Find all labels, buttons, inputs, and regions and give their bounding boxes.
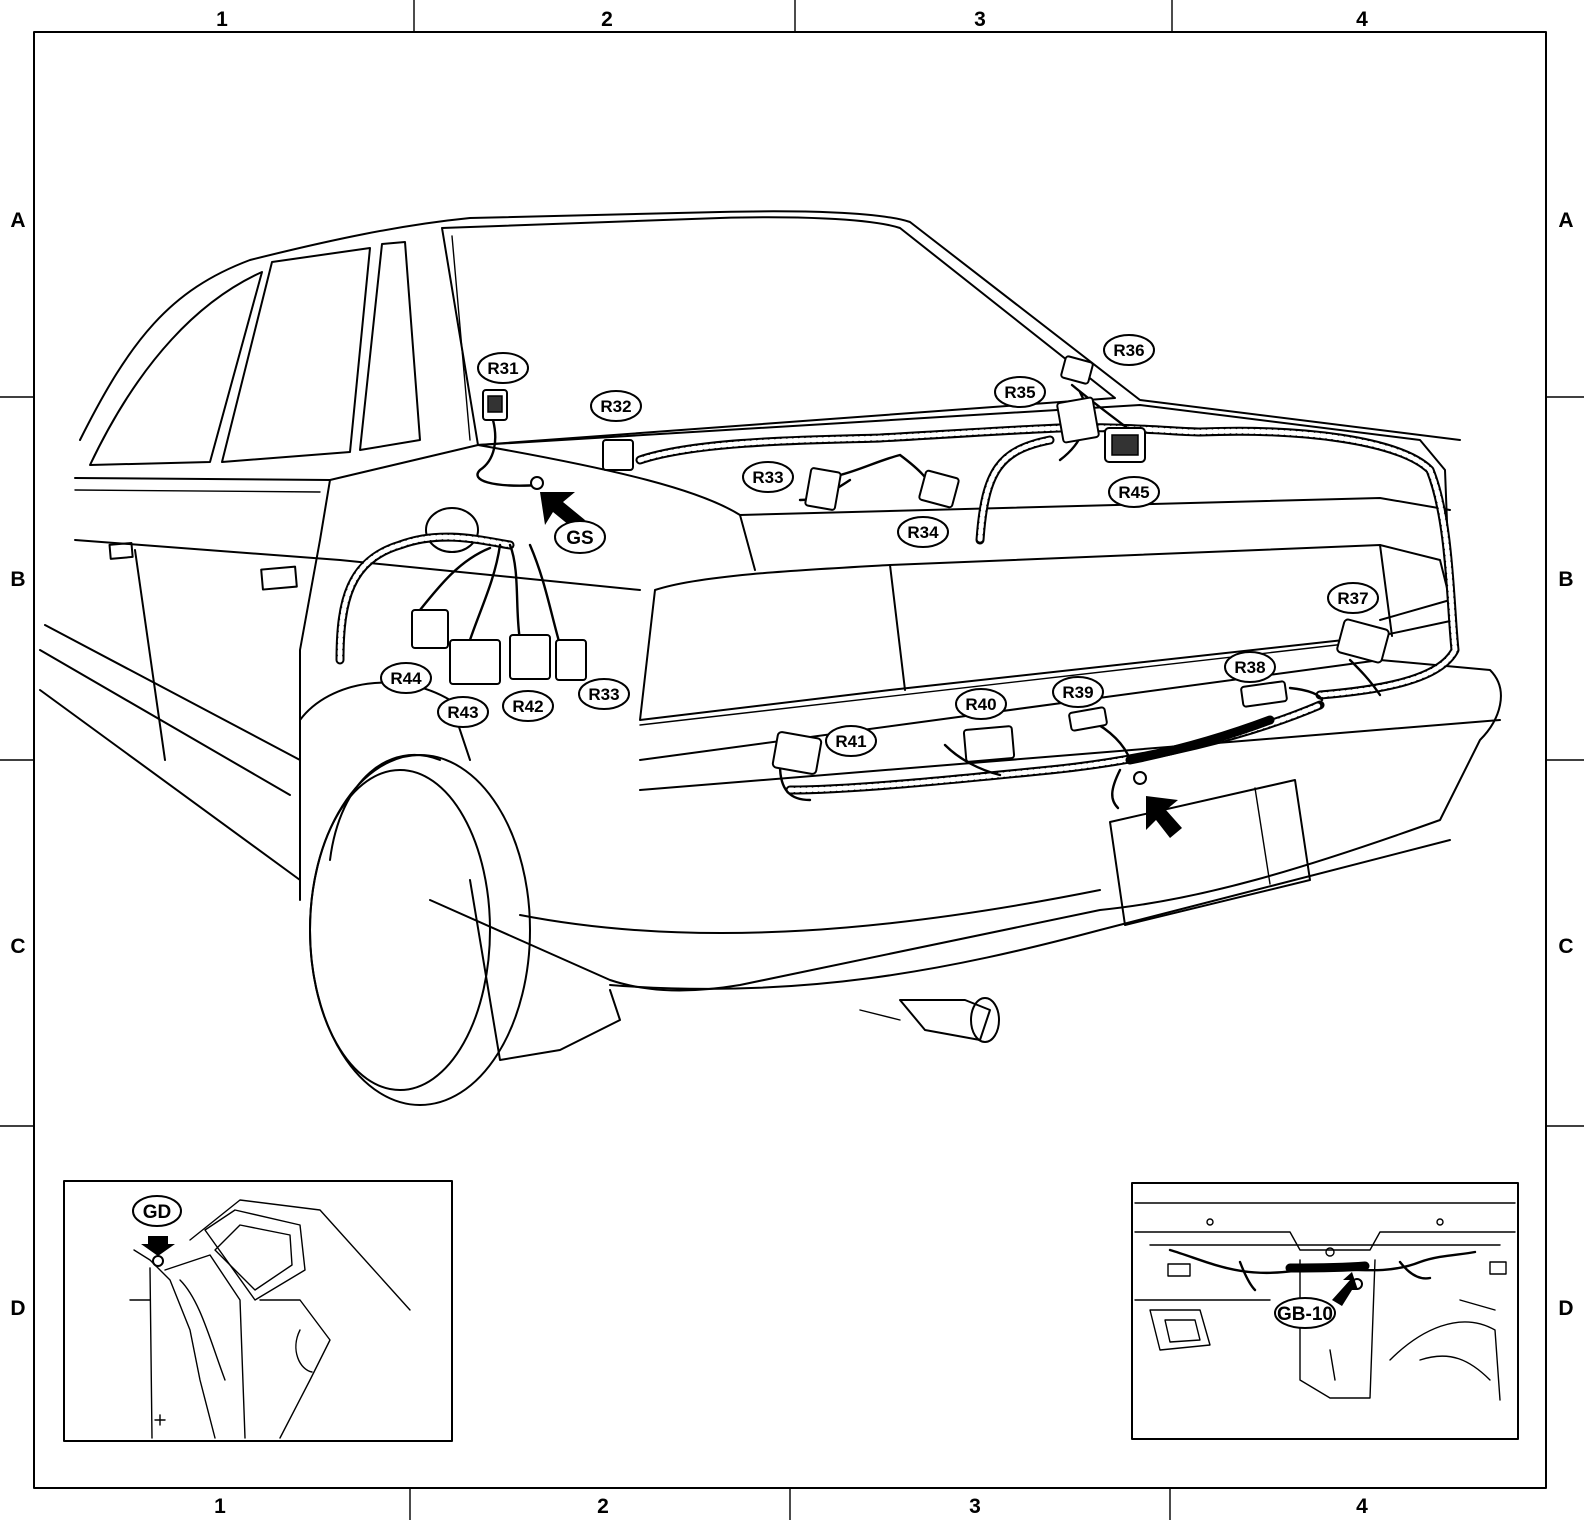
grid-col-4-top: 4 bbox=[1356, 8, 1368, 31]
connector-label-r34: R34 bbox=[907, 523, 939, 542]
connector-label-r40: R40 bbox=[965, 695, 996, 714]
connector-tags bbox=[380, 334, 1379, 757]
grid-col-2-bottom: 2 bbox=[597, 1495, 609, 1518]
connector-label-r36: R36 bbox=[1113, 341, 1144, 360]
ground-label-gs: GS bbox=[566, 528, 593, 549]
grid-row-c-left: C bbox=[10, 935, 25, 958]
ground-arrow-rear-panel bbox=[1146, 796, 1182, 838]
connector-label-r37: R37 bbox=[1337, 589, 1368, 608]
car-body-outline bbox=[39, 210, 1502, 1106]
grid-row-a-left: A bbox=[10, 209, 25, 232]
inset-gd bbox=[63, 1180, 453, 1442]
connector-label-r39: R39 bbox=[1062, 683, 1093, 702]
connector-label-r32: R32 bbox=[600, 397, 631, 416]
grid-row-d-left: D bbox=[10, 1297, 25, 1320]
grid-col-4-bottom: 4 bbox=[1356, 1495, 1368, 1518]
grid-row-b-right: B bbox=[1558, 568, 1573, 591]
connector-label-r35: R35 bbox=[1004, 383, 1035, 402]
connector-label-r33-trunk: R33 bbox=[752, 468, 783, 487]
connector-label-r43: R43 bbox=[447, 703, 478, 722]
wire-harness bbox=[335, 383, 1460, 810]
ground-tag-gb10 bbox=[1274, 1297, 1336, 1329]
grid-row-b-left: B bbox=[10, 568, 25, 591]
ground-tag-gd bbox=[132, 1195, 182, 1227]
grid-col-3-bottom: 3 bbox=[969, 1495, 981, 1518]
connector-label-r33-quarter: R33 bbox=[588, 685, 619, 704]
grid-row-d-right: D bbox=[1558, 1297, 1573, 1320]
connector-label-r42: R42 bbox=[512, 697, 543, 716]
grid-col-1-bottom: 1 bbox=[214, 1495, 226, 1518]
ground-label-gb10: GB-10 bbox=[1277, 1304, 1333, 1325]
grid-col-2-top: 2 bbox=[601, 8, 613, 31]
ground-label-gd: GD bbox=[143, 1202, 172, 1223]
connector-bodies bbox=[411, 355, 1390, 785]
connector-label-r44: R44 bbox=[390, 669, 422, 688]
grid-col-1-top: 1 bbox=[216, 8, 228, 31]
connector-label-r31: R31 bbox=[487, 359, 518, 378]
grid-col-3-top: 3 bbox=[974, 8, 986, 31]
inset-gb10 bbox=[1131, 1182, 1519, 1440]
connector-label-r41: R41 bbox=[835, 732, 866, 751]
connector-label-r45: R45 bbox=[1118, 483, 1149, 502]
ground-tag-gs bbox=[554, 520, 606, 554]
grid-row-c-right: C bbox=[1558, 935, 1573, 958]
connector-label-r38: R38 bbox=[1234, 658, 1265, 677]
grid-row-a-right: A bbox=[1558, 209, 1573, 232]
